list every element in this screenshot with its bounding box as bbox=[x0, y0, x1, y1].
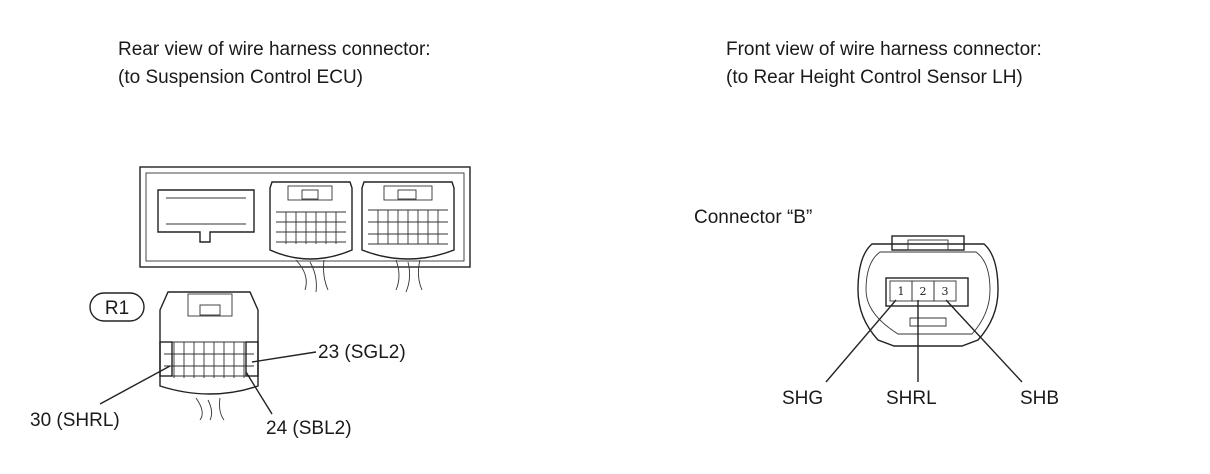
shg-leader bbox=[825, 299, 897, 383]
connector-tag-r1: R1 bbox=[89, 292, 145, 322]
pin-24-leader bbox=[245, 371, 273, 415]
pin-label-24: 24 (SBL2) bbox=[266, 418, 352, 439]
pin-label-23: 23 (SGL2) bbox=[318, 342, 406, 363]
pin-number-3: 3 bbox=[942, 285, 949, 298]
pin-label-shb: SHB bbox=[1020, 388, 1060, 409]
left-view-title-line1: Rear view of wire harness connector: bbox=[118, 39, 431, 60]
connector-b-label: Connector “B” bbox=[694, 207, 813, 228]
right-view-title-line2: (to Rear Height Control Sensor LH) bbox=[726, 67, 1023, 88]
pin-label-30: 30 (SHRL) bbox=[30, 410, 120, 431]
pin-number-2: 2 bbox=[920, 285, 927, 298]
ecu-connector-housing bbox=[139, 166, 471, 293]
pin-30-leader bbox=[99, 365, 171, 405]
shb-leader bbox=[945, 299, 1023, 383]
pin-label-shg: SHG bbox=[782, 388, 824, 409]
pin-label-shrl: SHRL bbox=[886, 388, 937, 409]
right-view-heading: Front view of wire harness connector: (t… bbox=[726, 36, 1042, 92]
connector-tag-text: R1 bbox=[105, 298, 129, 319]
r1-connector bbox=[159, 291, 259, 421]
left-view-title-line2: (to Suspension Control ECU) bbox=[118, 67, 363, 88]
right-view-title-line1: Front view of wire harness connector: bbox=[726, 39, 1042, 60]
connector-b: 1 2 3 bbox=[857, 235, 999, 347]
left-view-heading: Rear view of wire harness connector: (to… bbox=[118, 36, 431, 92]
pin-23-leader bbox=[251, 351, 317, 363]
pin-number-1: 1 bbox=[898, 285, 905, 298]
